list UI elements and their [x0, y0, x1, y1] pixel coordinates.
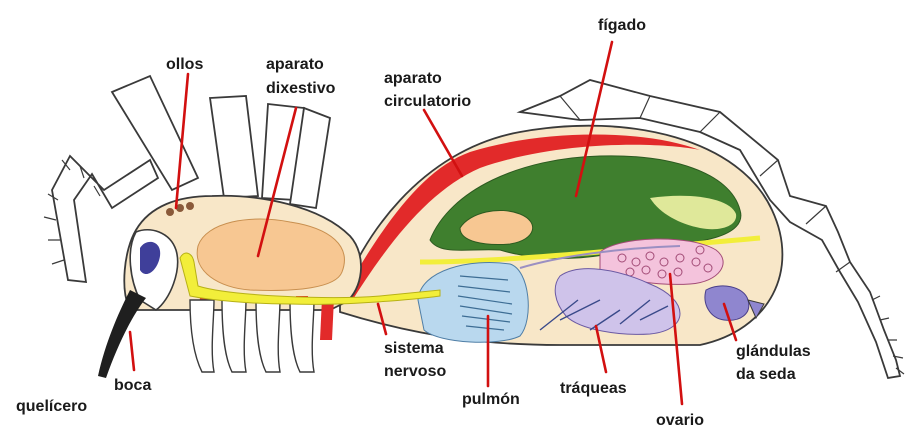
label-boca: boca [114, 377, 151, 394]
label-quelicero: quelícero [16, 398, 87, 415]
eye [186, 202, 194, 210]
label-aparato-dixestivo-line2: dixestivo [266, 80, 336, 97]
label-aparato-circulatorio-line1: aparato [384, 70, 442, 87]
label-aparato-circulatorio-line2: circulatorio [384, 93, 471, 110]
label-glandulas-line2: da seda [736, 366, 796, 383]
label-ollos: ollos [166, 56, 203, 73]
label-ovario: ovario [656, 412, 704, 429]
label-sistema-nervoso-line1: sistema [384, 340, 444, 357]
label-traqueas: tráqueas [560, 380, 627, 397]
label-pulmon: pulmón [462, 391, 520, 408]
leg-segment [210, 96, 258, 198]
eye [166, 208, 174, 216]
label-aparato-dixestivo-line1: aparato [266, 56, 324, 73]
abdomen [340, 126, 782, 345]
leader-boca [130, 332, 134, 370]
label-sistema-nervoso-line2: nervoso [384, 363, 446, 380]
label-figado: fígado [598, 17, 646, 34]
label-glandulas-line1: glándulas [736, 343, 811, 360]
fang [98, 290, 146, 378]
